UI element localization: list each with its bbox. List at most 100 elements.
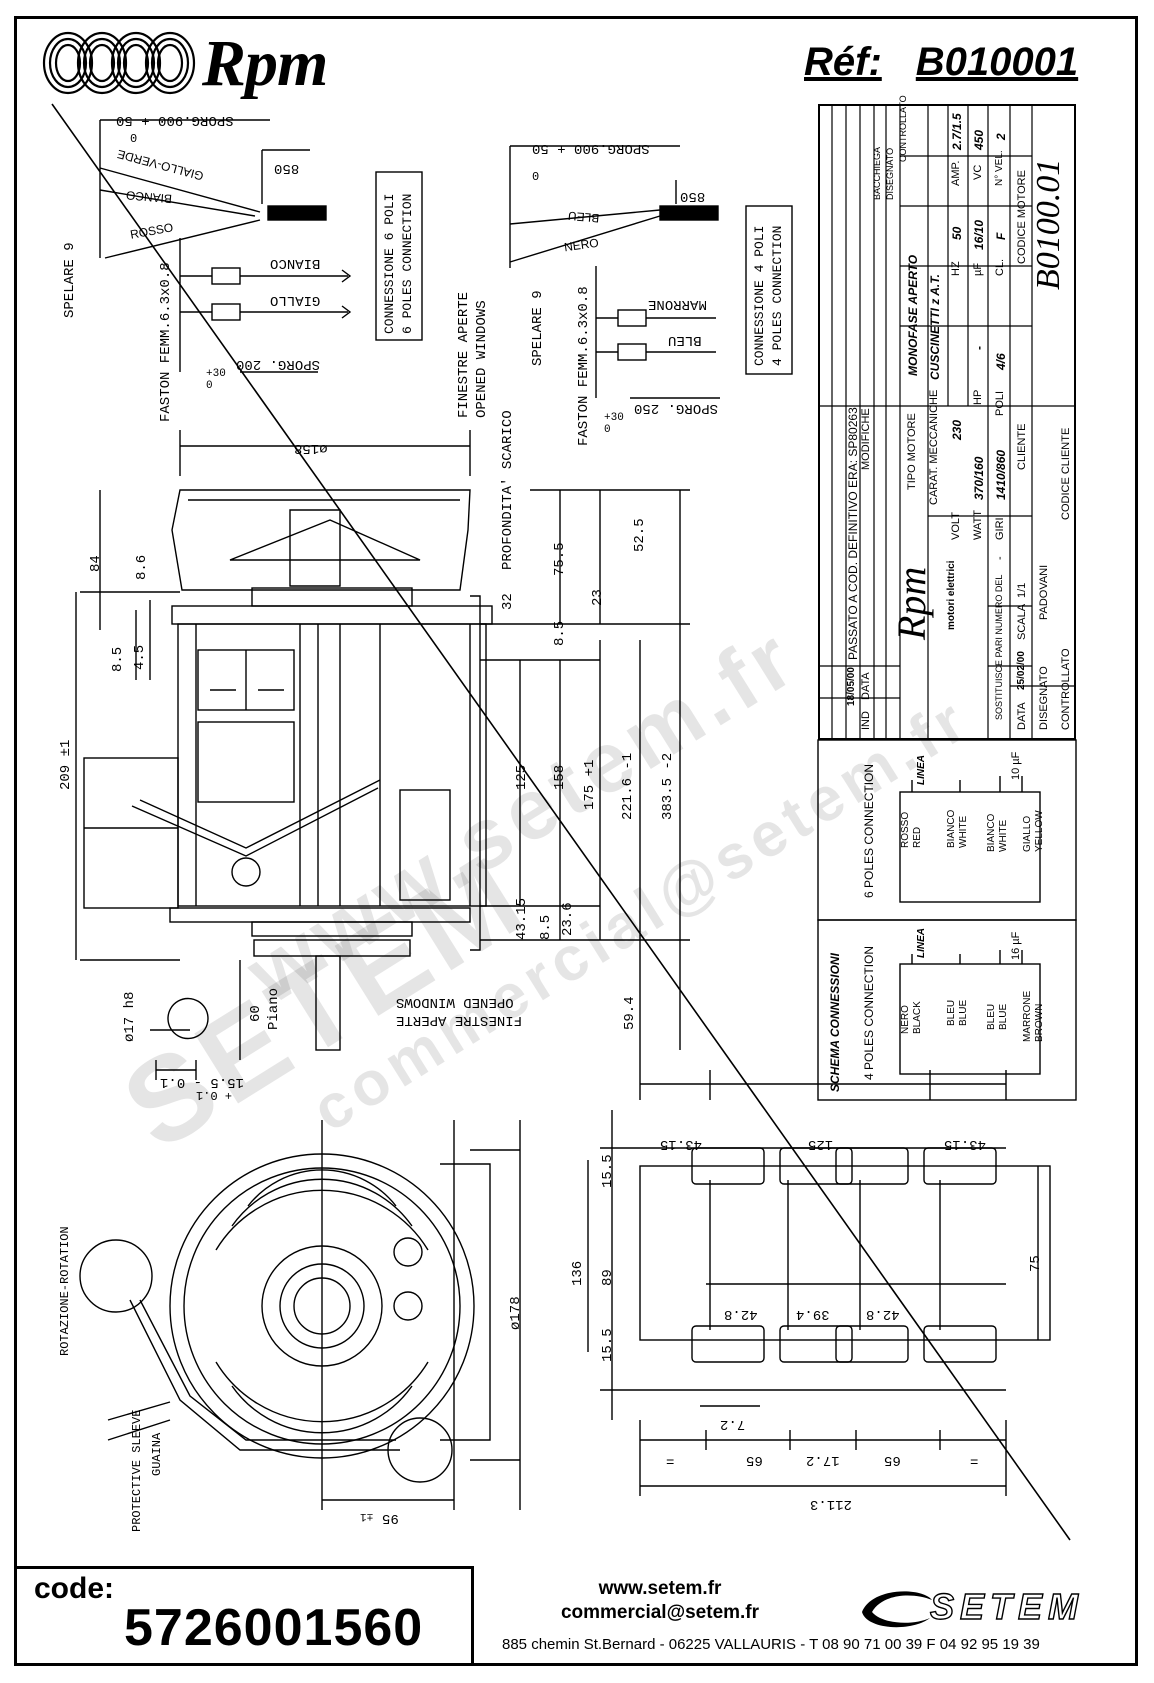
vc-value: 450 [972,129,986,150]
dim-8-5b: 8.5 [552,620,568,646]
col-controllato: CONTROLLATO [898,95,908,162]
four-nero: NERO [900,1005,911,1034]
four-title: 4 POLES CONNECTION [862,945,876,1080]
dim-dia17: ø17 h8 [122,991,138,1042]
six-bianco: BIANCO [946,809,957,848]
tipo-motore-label: TIPO MOTORE [906,413,918,490]
poli-value: 4/6 [994,353,1008,370]
nvel-value: 2 [994,133,1008,140]
website-link[interactable]: www.setem.fr [598,1578,722,1599]
dim-8-5: 8.5 [110,646,126,672]
cl-label: CL. [994,258,1006,276]
watt-value: 370/160 [972,456,986,500]
c4-sporg-top-tol: 0 [532,170,540,184]
c6-term-giallo: GIALLO [270,292,321,308]
base-eq-2: = [970,1452,979,1468]
c4-title-line2: 4 POLES CONNECTION [770,225,785,366]
dim-dia178: ø178 [508,1296,524,1330]
watt-label: WATT [972,510,984,540]
col-modifiche: MODIFICHE [860,408,872,470]
dim-23: 23 [590,589,606,606]
dim-dia158: ø158 [294,440,328,456]
dim-75-5: 75.5 [552,542,568,576]
email-link[interactable]: commercial@setem.fr [560,1602,760,1623]
base-dim-42-8a: 42.8 [724,1306,758,1322]
c4-term-bleu: BLEU [668,332,702,348]
protective-sleeve-label: PROTECTIVE SLEEVE [130,1409,144,1532]
brand-logo-text: Rpm [202,27,328,100]
c6-sporg-top: SPORG.900 + 50 [116,112,234,128]
base-dim-89: 89 [600,1269,616,1286]
base-dim-17-2: 17.2 [806,1452,840,1468]
vc-label: VC [972,164,984,180]
c6-sporg-top-tol: 0 [130,132,138,146]
c6-title-line1: CONNESSIONE 6 POLI [382,193,397,334]
c6-term-bianco: BIANCO [270,255,321,271]
carat-label: CARAT. MECCANICHE [928,389,940,505]
c4-term-marrone: MARRONE [648,296,707,312]
base-dim-136: 136 [570,1260,586,1286]
four-bleu2: BLEU [986,1003,997,1030]
c4-title-line1: CONNESSIONE 4 POLI [752,225,767,366]
base-eq-1: = [666,1452,675,1468]
dim-52-5: 52.5 [632,518,648,552]
dim-95: 95 [382,1510,399,1526]
cliente-label: CLIENTE [1016,423,1028,470]
dim-4-5: 4.5 [132,644,148,670]
hz-value: 50 [950,226,964,240]
hp-value: - [972,346,986,350]
dim-84: 84 [88,555,104,572]
c4-dim-850: 850 [680,188,706,204]
hz-label: HZ [950,261,962,276]
c6-fastom: FASTON FEMM.6.3x0.8 [158,262,174,422]
codice-motore-label: CODICE MOTORE [1016,170,1028,264]
volt-value: 230 [950,419,964,440]
cl-value: F [994,232,1008,240]
base-dim-125: 125 [808,1136,834,1152]
amp-label: AMP. [950,160,962,186]
schema-title: SCHEMA CONNESSIONI [828,953,842,1092]
c4-sporg-top: SPORG.900 + 50 [532,140,650,156]
col-data: DATA [860,672,872,700]
six-bianco2: BIANCO [986,813,997,852]
tipo-motore-value: MONOFASE APERTO [906,254,920,376]
six-yellow: YELLOW [1034,810,1045,852]
four-black: BLACK [912,1001,923,1034]
c4-wire-bleu: BLEU [567,208,600,226]
col-bacchiega: BACCHIEGA [872,146,882,200]
carat-value: CUSCINETTI z A.T. [928,274,942,380]
dim-8-6: 8.6 [134,554,150,580]
rev-text: PASSATO A COD. DEFINITIVO ERA: SP80263 [846,407,860,660]
c6-sporg-bottom-tol1: +30 [206,368,226,380]
dim-95-tol: ±1 [360,1510,374,1522]
four-blue2: BLUE [998,1003,1009,1030]
giri-value: 1410/860 [994,449,1008,500]
tb-brand: Rpm [889,566,934,640]
controllato-label: CONTROLLATO [1060,648,1072,731]
codice-motore-value: B0100.01 [1030,158,1067,290]
profondita-label: PROFONDITA' SCARICO [500,410,516,570]
base-dim-65b: 65 [884,1452,901,1468]
six-white: WHITE [958,815,969,848]
base-dim-75: 75 [1028,1255,1044,1272]
base-dim-211-3: 211.3 [810,1496,853,1512]
hp-label: HP [972,389,984,405]
six-rosso: ROSSO [900,811,911,848]
amp-value: 2.7/1.5 [950,113,964,150]
dim-59-4: 59.4 [622,996,638,1030]
code-label: code: [34,1572,115,1605]
guaina-label: GUAINA [150,1432,164,1476]
opened-windows-label: OPENED WINDOWS [474,300,490,418]
uf-label: µF [972,262,984,276]
four-brown: BROWN [1034,1003,1045,1042]
six-cap: 10 µF [1010,751,1022,780]
code-box [14,1566,474,1666]
base-dim-15-5a: 15.5 [600,1154,616,1188]
disegnato-label: DISEGNATO [1038,666,1050,730]
base-dim-65a: 65 [746,1452,763,1468]
c6-dim-850: 850 [274,160,300,176]
dim-209: 209 ±1 [58,739,74,790]
finestre-aperte-label: FINESTRE APERTE [456,291,472,418]
rotazione-label: ROTAZIONE-ROTATION [58,1226,72,1356]
base-dim-43-15b: 43.15 [944,1136,987,1152]
